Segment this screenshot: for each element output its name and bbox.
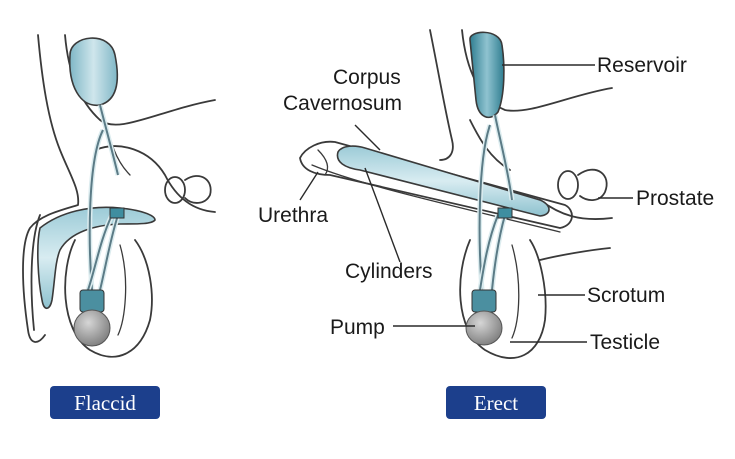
label-pump: Pump [330, 316, 385, 339]
erect-pump-valve [471, 289, 497, 313]
badge-erect-label: Erect [474, 391, 518, 415]
erect-back-line [429, 29, 454, 161]
badge-erect-bg [446, 386, 546, 419]
label-testicle: Testicle [590, 331, 660, 354]
flaccid-testicle-line [117, 244, 127, 336]
erect-urethra [311, 164, 561, 233]
erect-glans-line [317, 149, 329, 176]
leader-lines [299, 64, 633, 343]
corpus-leader [354, 124, 381, 151]
badge-flaccid-bg [50, 386, 160, 419]
erect-reservoir [469, 31, 505, 119]
flaccid-reservoir-tube [99, 104, 119, 176]
label-cylinders: Cylinders [345, 260, 433, 283]
flaccid-pump-bulb [73, 309, 111, 347]
flaccid-reservoir [69, 37, 119, 106]
erect-shaft-outline [299, 140, 573, 229]
erect-figure [299, 29, 613, 359]
erect-reservoir-tube [494, 114, 513, 201]
label-corpus: Corpus [333, 66, 401, 89]
erect-testicle-line [511, 244, 520, 339]
label-scrotum: Scrotum [587, 284, 665, 307]
label-urethra: Urethra [258, 204, 328, 227]
erect-prostate-shape [557, 170, 579, 200]
flaccid-scrotum [64, 239, 153, 358]
erect-connector [497, 207, 513, 219]
flaccid-cyl-tube-a [99, 214, 119, 291]
badge-flaccid-label: Flaccid [74, 391, 136, 415]
erect-cylinder [336, 145, 550, 217]
flaccid-seminal [184, 175, 212, 204]
badge-erect: Erect [446, 386, 546, 419]
erect-cyl-tube-a [491, 214, 506, 291]
flaccid-penis-outline [30, 214, 41, 331]
flaccid-prostate-shape [164, 176, 186, 204]
urethra-leader [299, 171, 319, 201]
label-cavernosum: Cavernosum [283, 92, 402, 115]
erect-thigh-line [539, 247, 611, 261]
flaccid-pubic-bone [94, 145, 216, 213]
cylinders-leader [364, 167, 401, 263]
flaccid-body-outline [22, 34, 80, 343]
erect-scrotum [459, 239, 547, 359]
erect-seminal [577, 168, 608, 201]
label-reservoir: Reservoir [597, 54, 687, 77]
flaccid-loop-tube [88, 129, 104, 291]
flaccid-figure [22, 34, 216, 358]
erect-pubic-line [539, 199, 613, 220]
erect-pump-bulb [465, 310, 503, 346]
erect-abdomen-line [461, 29, 613, 112]
flaccid-connector [109, 207, 125, 219]
flaccid-cyl-tube-b [87, 214, 113, 291]
erect-cyl-tube-b [479, 214, 499, 291]
label-prostate: Prostate [636, 187, 714, 210]
badge-flaccid: Flaccid [50, 386, 160, 419]
flaccid-pump-valve [79, 289, 105, 313]
